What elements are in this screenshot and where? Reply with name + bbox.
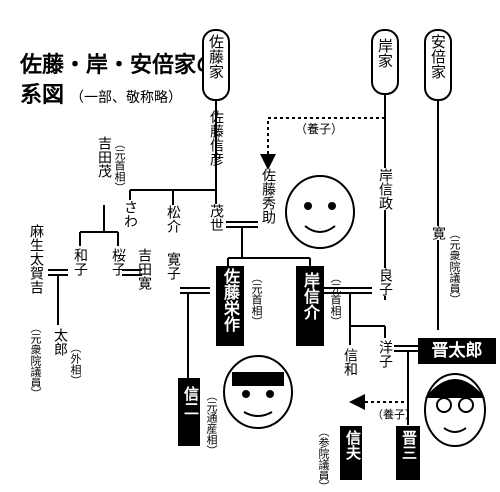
box-nobuo	[340, 426, 362, 480]
diagram-title-line2: 系図	[20, 83, 64, 108]
person-nobuo-note: （参院議員）	[317, 426, 330, 492]
portrait-kishi-nobusuke-caricature	[223, 355, 293, 429]
person-sakurako: 桜子	[110, 248, 126, 276]
family-label-kishi: 岸家	[376, 38, 394, 68]
person-shinzo: 晋三	[400, 430, 418, 460]
person-sato-hidesuke: 佐藤秀助	[260, 168, 276, 224]
person-shinji: 信二	[182, 386, 200, 416]
person-kazuko: 和子	[72, 248, 88, 276]
box-abe-shintaro	[418, 338, 496, 364]
box-kishi-nobusuke	[296, 266, 324, 346]
person-hiroshi: 寛子	[165, 252, 181, 280]
box-shinji	[178, 378, 200, 446]
person-abe-kan: 寛	[428, 226, 448, 240]
diagram-title-line1: 佐藤・岸・安倍家の	[19, 52, 218, 78]
person-taro-note: （外相）	[69, 342, 82, 386]
adoption-label-nobuo: （養子）	[372, 407, 416, 421]
person-sato-eisaku-note: （元首相）	[250, 272, 263, 327]
diagram-title-note: （一部、敬称略）	[70, 90, 182, 106]
person-kishi-nobumasa: 岸信政	[375, 168, 395, 210]
person-shinwa: 信和	[342, 348, 358, 376]
person-asou-takakichi-note: （元衆院議員）	[29, 322, 42, 399]
adoption-label-hidesuke: （養子）	[295, 121, 343, 136]
family-label-sato: 佐藤家	[207, 34, 225, 79]
person-shinji-note: （元通産相）	[205, 390, 218, 456]
person-kishi-nobusuke-note: （元首相）	[329, 272, 342, 327]
adoption-arrow-hidesuke	[260, 117, 385, 170]
person-yoshida-kan: 吉田寛	[136, 248, 152, 290]
person-yoko: 洋子	[377, 340, 393, 368]
person-taro: 太郎	[52, 328, 68, 356]
person-matsusuke: 松介	[163, 205, 183, 233]
person-yoshida-shigeru: 吉田茂	[96, 136, 112, 178]
person-sato-nobuhiko: 佐藤信彦	[208, 110, 224, 166]
person-asou-takakichi: 麻生太賀吉	[28, 224, 44, 294]
box-shinzo	[396, 426, 420, 480]
person-kishi-nobusuke: 岸信介	[301, 272, 320, 320]
portrait-abe-shintaro-caricature	[424, 373, 486, 447]
person-sato-eisaku: 佐藤栄作	[221, 268, 240, 332]
box-sato-eisaku	[216, 266, 244, 346]
person-abe-shintaro: 晋太郎	[431, 341, 483, 361]
portrait-sato-eisaku-caricature	[285, 175, 355, 249]
person-yoshida-shigeru-note: （元首相）	[113, 138, 126, 193]
person-sawa: さわ	[120, 200, 140, 228]
person-yoshiko: 良子	[375, 268, 395, 296]
family-label-abe: 安倍家	[429, 34, 447, 79]
person-shigeyo: 茂世	[206, 204, 226, 232]
person-abe-kan-note: （元衆院議員）	[448, 228, 461, 305]
person-nobuo: 信夫	[344, 430, 362, 460]
